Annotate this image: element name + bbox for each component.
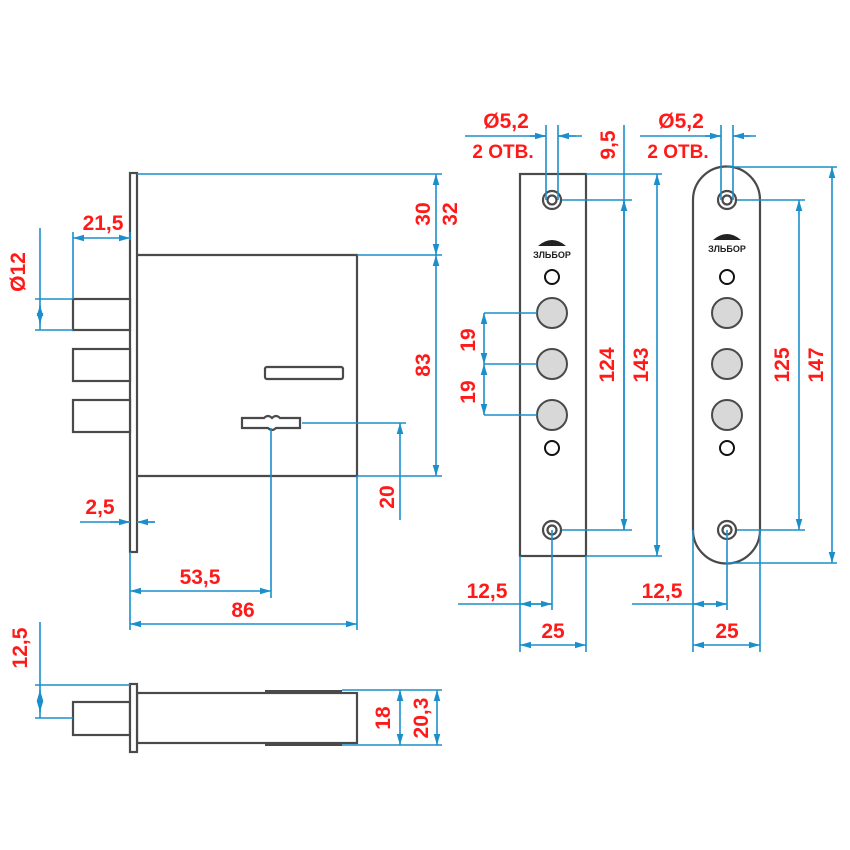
side-body <box>135 691 359 745</box>
mount-hole-top <box>716 189 738 211</box>
dim-top-30: 30 <box>412 202 435 225</box>
logo: ЗЛЬБОР <box>708 244 746 254</box>
dim-length: 143 <box>630 347 653 382</box>
dim-bolt-spacing-1: 19 <box>457 328 480 351</box>
strike-plate-flat: ЗЛЬБОР Ø5,2 2 ОТВ. 9,5 19 19 124 143 12,… <box>457 110 662 652</box>
dim-body-83: 83 <box>412 353 435 376</box>
dim-body-20-3: 20,3 <box>410 698 433 739</box>
logo-mark <box>713 234 741 240</box>
logo: ЗЛЬБОР <box>533 250 571 260</box>
dim-top-32: 32 <box>439 202 462 225</box>
side-bolt <box>71 700 132 737</box>
lock-body <box>137 253 359 478</box>
lock-front-view: Ø12 21,5 30 32 83 20 2,5 53,5 86 <box>7 171 462 630</box>
small-hole <box>719 269 735 285</box>
mount-hole-top <box>541 189 563 211</box>
dim-width: 25 <box>715 620 739 643</box>
keyhole <box>240 414 302 432</box>
strike-plate-rounded: ЗЛЬБОР Ø5,2 2 ОТВ. 125 147 12,5 25 <box>632 110 837 652</box>
dim-faceplate-thickness: 2,5 <box>85 496 115 519</box>
bolt-hole <box>536 297 568 329</box>
dim-half-width: 12,5 <box>467 580 508 603</box>
small-hole <box>544 440 560 456</box>
dimension-lines <box>35 173 442 630</box>
small-hole <box>719 440 735 456</box>
latch-slot <box>263 365 345 381</box>
dim-half-width: 12,5 <box>642 580 683 603</box>
hole-count: 2 ОТВ. <box>647 142 708 163</box>
dim-bolt-diameter: Ø12 <box>7 252 30 292</box>
dim-hole-spacing: 124 <box>596 347 619 382</box>
hole-diameter: Ø5,2 <box>483 110 529 133</box>
lock-side-view: 12,5 18 20,3 <box>9 622 442 754</box>
bolt-2 <box>71 347 132 383</box>
dim-bolt-offset: 12,5 <box>9 627 32 668</box>
logo-mark <box>538 240 566 246</box>
side-faceplate <box>128 682 139 754</box>
side-plate-bottom <box>265 743 342 746</box>
bolt-hole <box>711 297 743 329</box>
hole-diameter: Ø5,2 <box>658 110 704 133</box>
dim-keyhole-20: 20 <box>376 485 399 508</box>
bolt-hole <box>536 348 568 380</box>
dim-body-18: 18 <box>372 706 395 730</box>
dim-bolt-projection: 21,5 <box>83 212 124 235</box>
bolt-1 <box>71 297 132 332</box>
dim-hole-offset: 9,5 <box>597 130 620 160</box>
dim-bolt-spacing-2: 19 <box>457 380 480 403</box>
bolt-hole <box>536 399 568 431</box>
bolt-3 <box>71 398 132 434</box>
side-plate-top <box>265 690 342 693</box>
dim-backset: 53,5 <box>180 566 221 589</box>
dim-hole-spacing: 125 <box>771 347 794 382</box>
dim-depth: 86 <box>231 599 254 622</box>
dim-width: 25 <box>541 620 565 643</box>
dim-length: 147 <box>805 347 828 382</box>
bolt-hole <box>711 348 743 380</box>
bolt-hole <box>711 399 743 431</box>
hole-count: 2 ОТВ. <box>472 142 533 163</box>
small-hole <box>544 269 560 285</box>
